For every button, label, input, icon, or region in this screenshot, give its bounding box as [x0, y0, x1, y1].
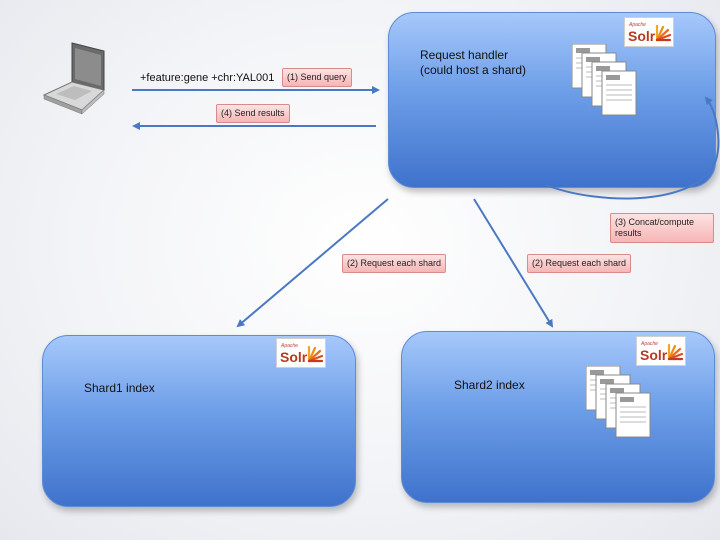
request-shard1-arrow [236, 198, 389, 328]
solr-logo-shard1: Apache Solr [276, 338, 326, 368]
solr-apache-text: Apache [629, 22, 646, 28]
request-handler-title: Request handler [420, 48, 509, 62]
request-shard-tag-right: (2) Request each shard [527, 254, 632, 273]
solr-word: Solr [280, 349, 308, 365]
request-handler-subtitle: (could host a shard) [420, 63, 527, 77]
solr-sunburst-icon [307, 345, 324, 363]
request-handler-label: Request handler (could host a shard) [420, 48, 526, 78]
solr-word: Solr [640, 347, 668, 363]
concat-loop-arrow [545, 96, 720, 200]
solr-sunburst-icon [655, 24, 672, 42]
request-shard-tag-left: (2) Request each shard [342, 254, 447, 273]
solr-logo-shard2: Apache Solr [636, 336, 686, 366]
send-results-tag: (4) Send results [216, 104, 290, 123]
request-shard2-arrow [473, 198, 554, 328]
concat-compute-tag: (3) Concat/compute results [610, 213, 714, 243]
query-text: +feature:gene +chr:YAL001 [140, 72, 275, 84]
solr-apache-text: Apache [641, 341, 658, 347]
solr-sunburst-icon [667, 343, 684, 361]
solr-apache-text: Apache [281, 343, 298, 349]
solr-logo-request-handler: Apache Solr [624, 17, 674, 47]
shard2-label: Shard2 index [454, 378, 525, 392]
send-query-tag: (1) Send query [282, 68, 352, 87]
shard1-label: Shard1 index [84, 381, 155, 395]
document-stack-icon [572, 44, 637, 116]
solr-word: Solr [628, 28, 656, 44]
document-stack-icon [586, 366, 651, 438]
